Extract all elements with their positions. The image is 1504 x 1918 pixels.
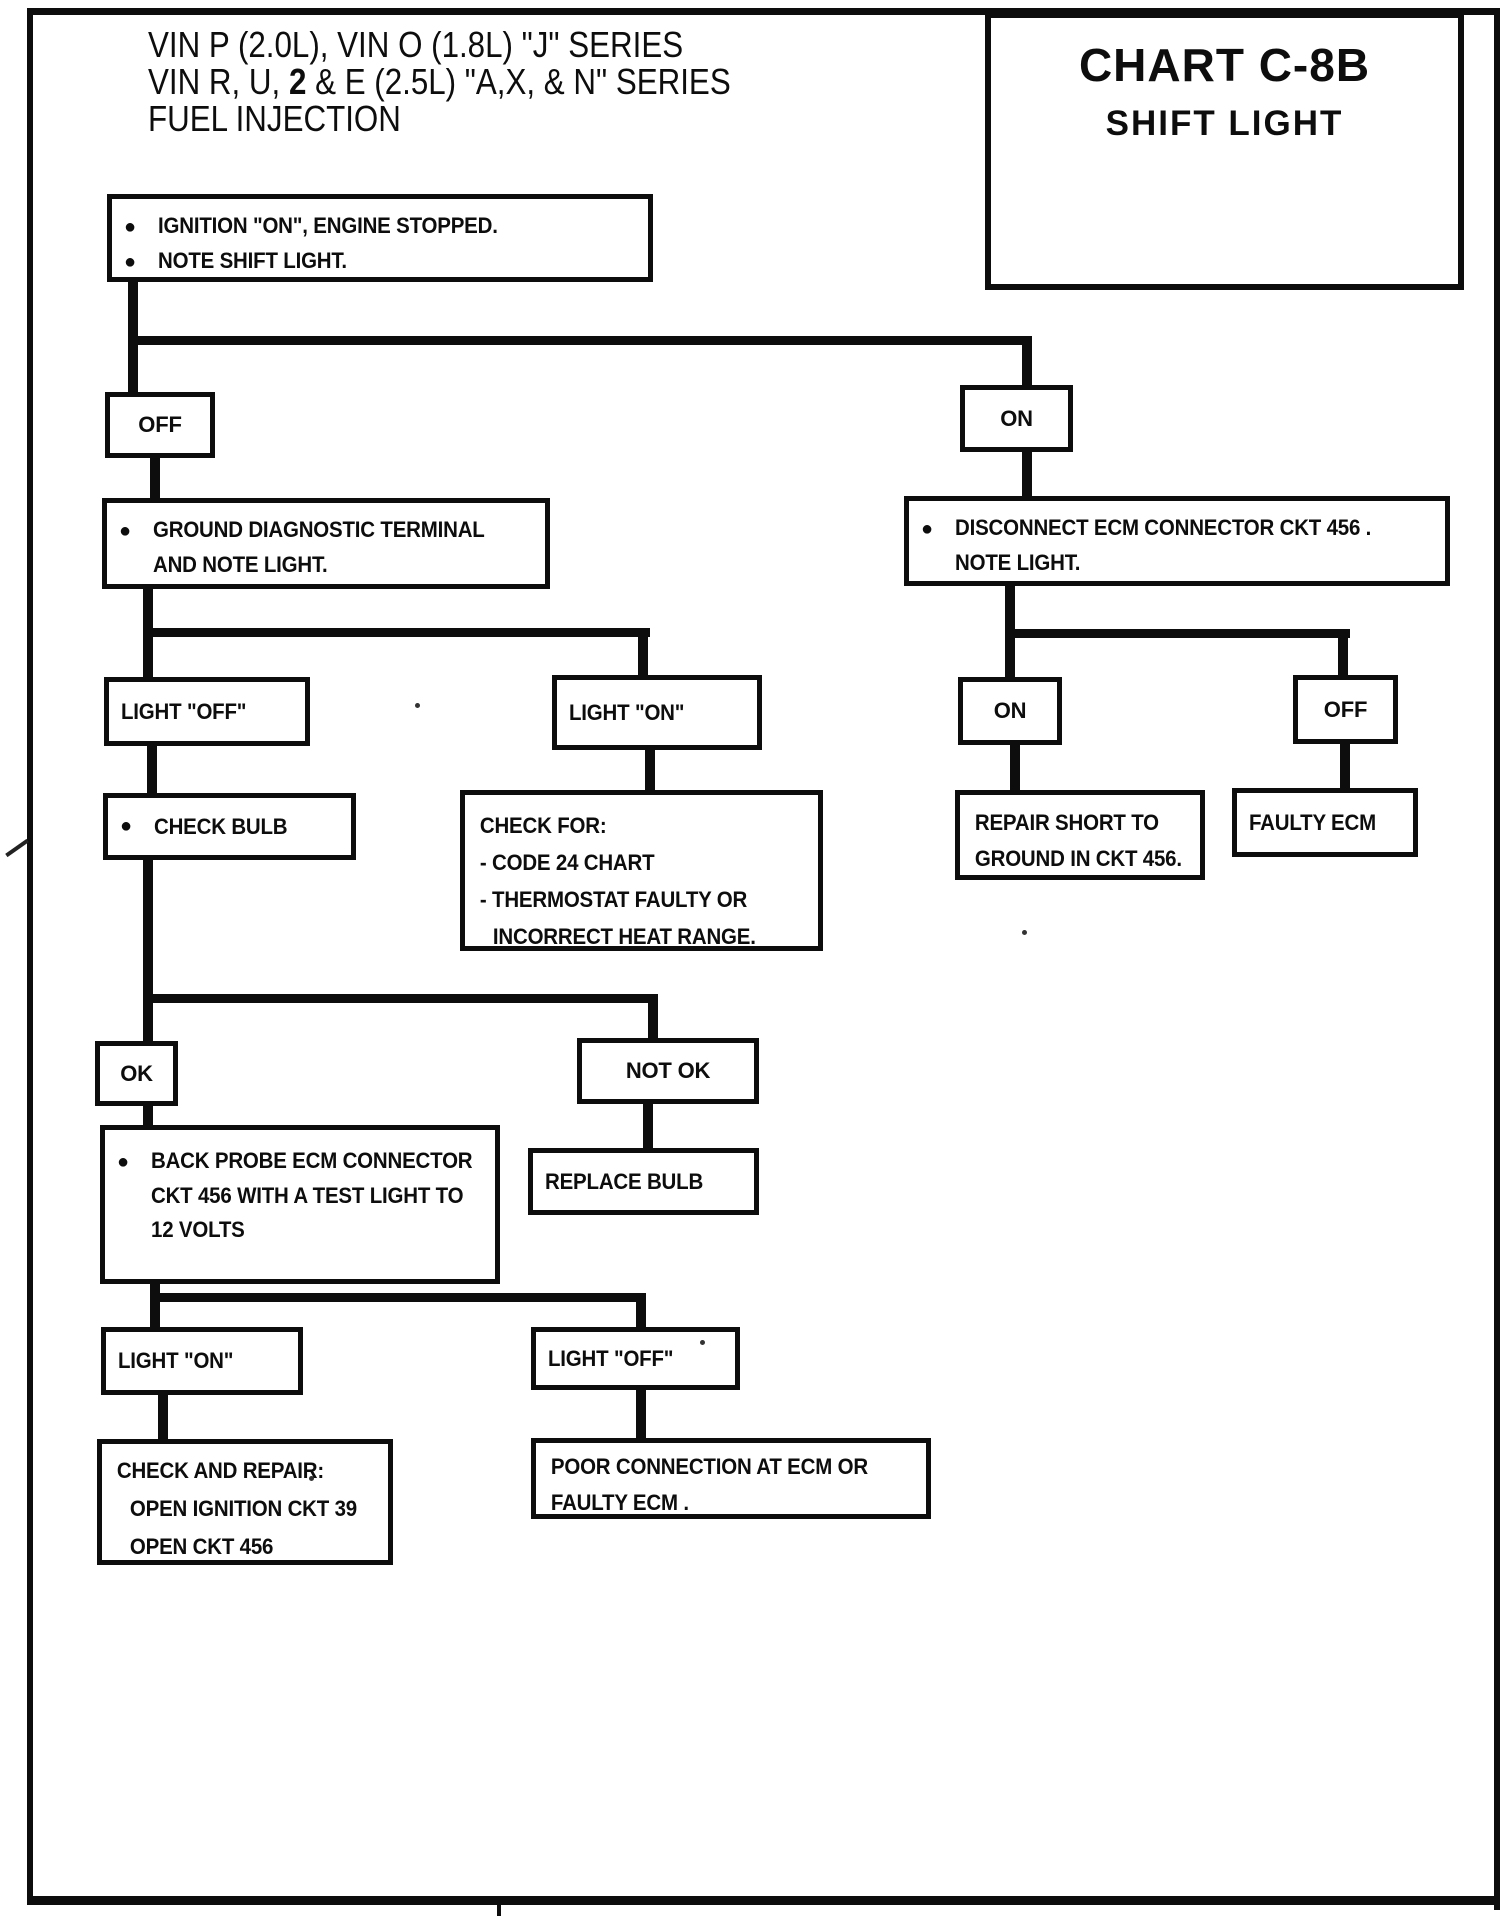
node-check-and-repair: CHECK AND REPAIR: OPEN IGNITION CKT 39 O… bbox=[97, 1439, 393, 1565]
node-label: ON bbox=[993, 698, 1027, 723]
scan-artifact-dot bbox=[309, 1476, 314, 1481]
node-line: ● IGNITION "ON", ENGINE STOPPED. bbox=[112, 209, 648, 244]
node-label: OFF bbox=[138, 412, 182, 437]
node-light-on: LIGHT "ON" bbox=[552, 675, 762, 750]
node-ignition-on: ● IGNITION "ON", ENGINE STOPPED. ● NOTE … bbox=[107, 194, 653, 282]
connector-line bbox=[643, 1103, 653, 1150]
connector-line bbox=[638, 628, 648, 677]
chart-title-box: CHART C-8B SHIFT LIGHT bbox=[985, 12, 1464, 290]
scan-artifact-smudge bbox=[5, 838, 29, 858]
node-check-bulb: ● CHECK BULB bbox=[103, 793, 356, 860]
node-label: ON bbox=[1000, 405, 1033, 431]
node-off: OFF bbox=[105, 392, 215, 458]
connector-line bbox=[150, 1293, 646, 1302]
bullet-icon: ● bbox=[124, 216, 136, 238]
header-line-2: VIN R, U, 2 & E (2.5L) "A,X, & N" SERIES bbox=[148, 61, 731, 102]
bullet-icon: ● bbox=[117, 1151, 129, 1173]
connector-line bbox=[1005, 629, 1350, 638]
node-check-for: CHECK FOR: - CODE 24 CHART - THERMOSTAT … bbox=[460, 790, 823, 951]
node-label: LIGHT "OFF" bbox=[121, 698, 247, 724]
node-not-ok: NOT OK bbox=[577, 1038, 759, 1104]
node-ok: OK bbox=[95, 1041, 178, 1106]
node-label: LIGHT "ON" bbox=[118, 1348, 234, 1373]
node-label: FAULTY ECM bbox=[1249, 809, 1376, 835]
node-faulty-ecm: FAULTY ECM bbox=[1232, 788, 1418, 857]
node-on-2: ON bbox=[958, 677, 1062, 745]
header-line-3: FUEL INJECTION bbox=[148, 98, 401, 139]
node-line: ● DISCONNECT ECM CONNECTOR CKT 456 . bbox=[909, 511, 1445, 546]
node-line: POOR CONNECTION AT ECM OR bbox=[550, 1454, 868, 1479]
node-label: LIGHT "OFF" bbox=[548, 1345, 674, 1371]
node-line: OPEN CKT 456 bbox=[129, 1534, 274, 1559]
node-on: ON bbox=[960, 385, 1073, 452]
node-light-off-2: LIGHT "OFF" bbox=[531, 1327, 740, 1390]
node-label: LIGHT "ON" bbox=[569, 699, 685, 725]
node-light-on-2: LIGHT "ON" bbox=[101, 1327, 303, 1395]
node-line: ● GROUND DIAGNOSTIC TERMINAL bbox=[107, 513, 545, 548]
connector-line bbox=[128, 336, 1032, 345]
node-line: NOTE LIGHT. bbox=[955, 550, 1081, 575]
node-line: - CODE 24 CHART bbox=[479, 850, 655, 875]
connector-line bbox=[1010, 744, 1020, 792]
header-line-1: VIN P (2.0L), VIN O (1.8L) "J" SERIES bbox=[148, 24, 684, 65]
node-line: ● BACK PROBE ECM CONNECTOR bbox=[105, 1144, 495, 1179]
connector-line bbox=[1022, 336, 1032, 387]
scan-artifact-dot bbox=[415, 703, 420, 708]
connector-line bbox=[1338, 629, 1348, 677]
chart-title: CHART C-8B bbox=[1078, 39, 1371, 91]
connector-line bbox=[150, 1282, 160, 1329]
connector-line bbox=[143, 1104, 153, 1127]
connector-line bbox=[1022, 450, 1032, 498]
page-border-right bbox=[1494, 8, 1500, 1910]
node-label: OFF bbox=[1323, 696, 1368, 722]
page-border-left bbox=[27, 8, 33, 1900]
node-line: CHECK FOR: bbox=[479, 813, 607, 838]
node-line: REPAIR SHORT TO bbox=[974, 810, 1159, 835]
node-ground-diagnostic: ● GROUND DIAGNOSTIC TERMINAL AND NOTE LI… bbox=[102, 498, 550, 589]
node-repair-short: REPAIR SHORT TO GROUND IN CKT 456. bbox=[955, 790, 1205, 880]
page-border-top bbox=[27, 8, 1500, 15]
node-line: GROUND IN CKT 456. bbox=[974, 846, 1182, 871]
node-poor-connection: POOR CONNECTION AT ECM OR FAULTY ECM . bbox=[531, 1438, 931, 1519]
node-line: ● NOTE SHIFT LIGHT. bbox=[112, 244, 648, 279]
connector-line bbox=[150, 458, 160, 500]
node-line: FAULTY ECM . bbox=[550, 1490, 689, 1515]
connector-line bbox=[143, 858, 153, 1043]
node-line: CKT 456 WITH A TEST LIGHT TO bbox=[151, 1183, 464, 1208]
scan-artifact-tick bbox=[497, 1896, 501, 1916]
node-off-2: OFF bbox=[1293, 675, 1398, 744]
bullet-icon: ● bbox=[119, 520, 131, 542]
connector-line bbox=[648, 994, 658, 1040]
node-line: - THERMOSTAT FAULTY OR bbox=[479, 887, 748, 912]
scan-artifact-dot bbox=[1022, 930, 1027, 935]
node-label: REPLACE BULB bbox=[545, 1168, 704, 1194]
node-line: OPEN IGNITION CKT 39 bbox=[129, 1496, 357, 1521]
node-label: OK bbox=[120, 1060, 153, 1086]
bullet-icon: ● bbox=[120, 815, 132, 837]
connector-line bbox=[158, 1393, 168, 1441]
connector-line bbox=[147, 744, 157, 795]
page-border-bottom bbox=[27, 1896, 1500, 1905]
connector-line bbox=[636, 1293, 646, 1329]
node-line: INCORRECT HEAT RANGE. bbox=[492, 924, 756, 949]
chart-subtitle: SHIFT LIGHT bbox=[1105, 104, 1344, 143]
node-line: CHECK AND REPAIR: bbox=[116, 1458, 325, 1483]
connector-line bbox=[645, 748, 655, 792]
node-line: 12 VOLTS bbox=[151, 1217, 245, 1242]
connector-line bbox=[636, 1388, 646, 1440]
bullet-icon: ● bbox=[124, 251, 136, 273]
node-line: AND NOTE LIGHT. bbox=[153, 552, 328, 577]
node-replace-bulb: REPLACE BULB bbox=[528, 1148, 759, 1215]
connector-line bbox=[143, 628, 650, 637]
node-back-probe: ● BACK PROBE ECM CONNECTOR CKT 456 WITH … bbox=[100, 1125, 500, 1284]
node-light-off: LIGHT "OFF" bbox=[104, 677, 310, 746]
node-label: NOT OK bbox=[625, 1058, 711, 1083]
connector-line bbox=[143, 994, 658, 1003]
header-text: VIN P (2.0L), VIN O (1.8L) "J" SERIES VI… bbox=[148, 26, 731, 137]
scan-artifact-dot bbox=[700, 1340, 705, 1345]
node-disconnect-ecm: ● DISCONNECT ECM CONNECTOR CKT 456 . NOT… bbox=[904, 496, 1450, 586]
bullet-icon: ● bbox=[921, 518, 933, 540]
connector-line bbox=[1340, 743, 1350, 790]
